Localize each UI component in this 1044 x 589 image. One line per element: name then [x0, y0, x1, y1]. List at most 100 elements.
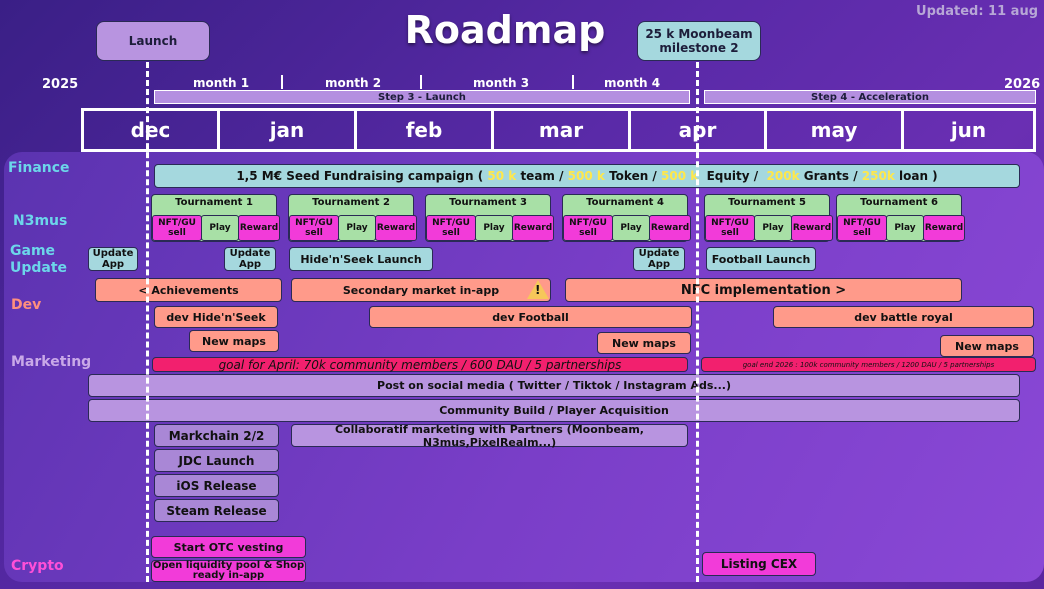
finance-loan-amount: 250k — [861, 169, 895, 183]
month-ahead-1: month 1 — [193, 76, 250, 90]
community-build-bar: Community Build / Player Acquisition — [88, 399, 1020, 422]
warning-icon: ! — [527, 280, 549, 299]
goal-end-bar: goal end 2026 : 100k community members /… — [701, 357, 1036, 372]
tournament-play: Play — [201, 215, 239, 241]
markchain-bar: Markchain 2/2 — [154, 424, 279, 447]
year-end-label: 2026 — [1004, 77, 1041, 92]
month-jan: jan — [217, 108, 357, 152]
finance-team-label: team / — [520, 169, 564, 183]
finance-equity-amount: 500 k — [661, 169, 699, 183]
achievements-bar: < Achievements — [95, 278, 282, 302]
tournament-reward: Reward — [375, 215, 417, 241]
tournament-play: Play — [475, 215, 513, 241]
secondary-market-bar: Secondary market in-app — [291, 278, 551, 302]
new-maps-1: New maps — [189, 330, 279, 352]
milestone-dashed-line — [696, 62, 699, 582]
tournament-reward: Reward — [923, 215, 965, 241]
tournament-name: Tournament 1 — [175, 197, 253, 208]
goal-april-bar: goal for April: 70k community members / … — [152, 357, 688, 372]
ios-release-bar: iOS Release — [154, 474, 279, 497]
tournament-4: Tournament 4 NFT/GU sell Play Reward — [562, 194, 691, 242]
tournament-name: Tournament 6 — [860, 197, 938, 208]
month-jun: jun — [901, 108, 1036, 152]
finance-loan-label: loan ) — [899, 169, 938, 183]
tournament-1: Tournament 1 NFT/GU sell Play Reward — [151, 194, 280, 242]
finance-token-label: Token / — [609, 169, 657, 183]
step-4-bar: Step 4 - Acceleration — [704, 90, 1036, 104]
liquidity-pool-bar: Open liquidity pool & Shop ready in-app — [151, 560, 306, 582]
updated-date: Updated: 11 aug — [916, 4, 1038, 19]
seed-fundraising-bar: 1,5 M€ Seed Fundraising campaign ( 50 k … — [154, 164, 1020, 188]
month-ahead-4: month 4 — [604, 76, 661, 90]
football-launch: Football Launch — [706, 247, 816, 271]
tournament-name: Tournament 3 — [449, 197, 527, 208]
goal-april-text: goal for April: 70k community members / … — [218, 357, 622, 372]
tournament-sell: NFT/GU sell — [705, 215, 755, 241]
dev-hide-seek-bar: dev Hide'n'Seek — [154, 306, 278, 328]
tournament-reward: Reward — [512, 215, 554, 241]
tournament-reward: Reward — [238, 215, 280, 241]
month-mar: mar — [491, 108, 631, 152]
tournament-reward: Reward — [649, 215, 691, 241]
tournament-sell: NFT/GU sell — [152, 215, 202, 241]
new-maps-3: New maps — [940, 335, 1034, 357]
hide-seek-launch: Hide'n'Seek Launch — [289, 247, 433, 271]
row-label-marketing: Marketing — [11, 354, 92, 370]
tournament-name: Tournament 4 — [586, 197, 664, 208]
tournament-sell: NFT/GU sell — [289, 215, 339, 241]
tournament-5: Tournament 5 NFT/GU sell Play Reward — [704, 194, 833, 242]
otc-vesting-bar: Start OTC vesting — [151, 536, 306, 558]
row-label-dev: Dev — [11, 297, 42, 313]
step-3-bar: Step 3 - Launch — [154, 90, 690, 104]
tournament-sell: NFT/GU sell — [426, 215, 476, 241]
tournament-3: Tournament 3 NFT/GU sell Play Reward — [425, 194, 554, 242]
timeline-tick — [420, 75, 422, 89]
month-feb: feb — [354, 108, 494, 152]
finance-grants-label: Grants / — [803, 169, 858, 183]
month-ahead-3: month 3 — [473, 76, 530, 90]
update-app-2: Update App — [224, 247, 276, 271]
nfc-implementation-bar: NFC implementation > — [565, 278, 962, 302]
steam-release-bar: Steam Release — [154, 499, 279, 522]
dev-football-bar: dev Football — [369, 306, 692, 328]
page-title: Roadmap — [404, 8, 606, 52]
milestone-callout: 25 k Moonbeam milestone 2 — [637, 21, 761, 61]
tournament-2: Tournament 2 NFT/GU sell Play Reward — [288, 194, 417, 242]
tournament-sell: NFT/GU sell — [563, 215, 613, 241]
tournament-name: Tournament 2 — [312, 197, 390, 208]
tournament-play: Play — [612, 215, 650, 241]
timeline-tick — [572, 75, 574, 89]
year-start-label: 2025 — [42, 77, 79, 92]
finance-grants-amount: 200k — [766, 169, 800, 183]
secondary-market-label: Secondary market in-app — [342, 283, 500, 297]
row-label-n3mus: N3mus — [13, 213, 68, 229]
row-label-finance: Finance — [8, 160, 70, 176]
tournament-sell: NFT/GU sell — [837, 215, 887, 241]
row-label-game-update: Game Update — [10, 243, 68, 276]
update-app-1: Update App — [88, 247, 138, 271]
update-app-3: Update App — [633, 247, 685, 271]
finance-equity-label: Equity / — [706, 169, 759, 183]
timeline-tick — [281, 75, 283, 89]
listing-cex-bar: Listing CEX — [702, 552, 816, 576]
launch-dashed-line — [146, 62, 149, 582]
tournament-reward: Reward — [791, 215, 833, 241]
month-may: may — [764, 108, 904, 152]
jdc-launch-bar: JDC Launch — [154, 449, 279, 472]
tournament-play: Play — [886, 215, 924, 241]
tournament-play: Play — [754, 215, 792, 241]
goal-end-text: goal end 2026 : 100k community members /… — [742, 360, 995, 369]
month-ahead-2: month 2 — [325, 76, 382, 90]
finance-team-amount: 50 k — [487, 169, 517, 183]
social-media-bar: Post on social media ( Twitter / Tiktok … — [88, 374, 1020, 397]
tournament-play: Play — [338, 215, 376, 241]
dev-battle-royal-bar: dev battle royal — [773, 306, 1034, 328]
tournament-6: Tournament 6 NFT/GU sell Play Reward — [836, 194, 965, 242]
tournament-name: Tournament 5 — [728, 197, 806, 208]
finance-prefix: 1,5 M€ Seed Fundraising campaign ( — [236, 169, 484, 183]
row-label-crypto: Crypto — [11, 558, 64, 574]
collab-marketing-bar: Collaboratif marketing with Partners (Mo… — [291, 423, 688, 449]
new-maps-2: New maps — [597, 332, 691, 354]
launch-callout: Launch — [96, 21, 210, 61]
finance-token-amount: 500 k — [567, 169, 605, 183]
